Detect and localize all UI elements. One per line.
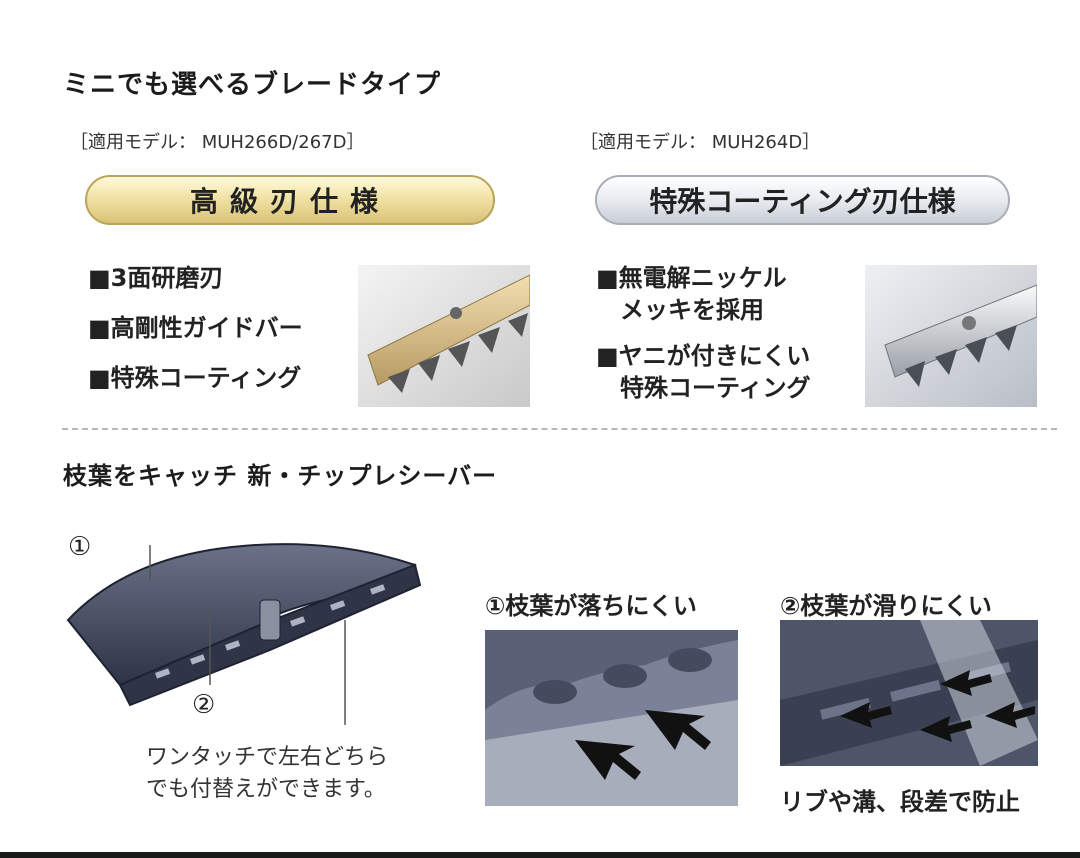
feature-1-caption: ①枝葉が落ちにくい <box>485 592 697 620</box>
feature-2-photo <box>780 620 1038 766</box>
list-item: 特殊コーティング <box>596 374 811 402</box>
list-item: ■高剛性ガイドバー <box>88 314 303 342</box>
list-item: ■3面研磨刃 <box>88 264 224 292</box>
right-model-label: ［適用モデル： MUH264D］ <box>580 132 821 153</box>
feature-1-photo <box>485 630 738 806</box>
premium-blade-badge: 高級刃仕様 <box>85 175 495 225</box>
feature-2-note: リブや溝、段差で防止 <box>780 788 1020 816</box>
list-item: ■ヤニが付きにくい <box>596 342 811 370</box>
list-item: ■特殊コーティング <box>88 364 302 392</box>
callout-1: ① <box>68 532 92 562</box>
section-title-blade-type: ミニでも選べるブレードタイプ <box>63 70 442 100</box>
callout-2: ② <box>192 690 216 720</box>
list-item: ■無電解ニッケル <box>596 264 787 292</box>
feature-2-caption: ②枝葉が滑りにくい <box>780 592 992 620</box>
note-line-2: でも付替えができます。 <box>146 777 386 802</box>
left-model-label: ［適用モデル： MUH266D/267D］ <box>70 132 365 153</box>
list-item: メッキを採用 <box>596 296 764 324</box>
left-feature-list: ■3面研磨刃 ■高剛性ガイドバー ■特殊コーティング <box>88 262 303 394</box>
attachment-note: ワンタッチで左右どちら でも付替えができます。 <box>146 742 388 806</box>
note-line-1: ワンタッチで左右どちら <box>146 745 389 770</box>
chip-receiver-illustration <box>60 525 440 735</box>
section-divider <box>62 428 1057 430</box>
right-feature-list: ■無電解ニッケル メッキを採用 ■ヤニが付きにくい 特殊コーティング <box>596 262 811 404</box>
premium-blade-photo <box>358 265 531 407</box>
coated-blade-badge: 特殊コーティング刃仕様 <box>595 175 1010 225</box>
bottom-bar <box>0 852 1080 858</box>
section-title-chip-receiver: 枝葉をキャッチ 新・チップレシーバー <box>63 462 498 490</box>
coated-blade-photo <box>865 265 1038 407</box>
